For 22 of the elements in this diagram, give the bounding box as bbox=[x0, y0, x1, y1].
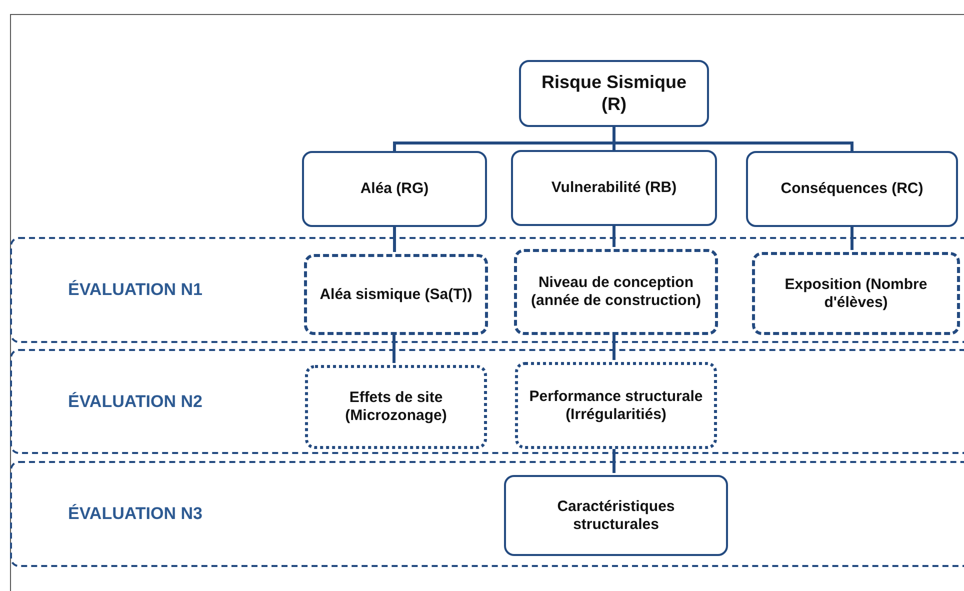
process-box: Aléa sismique (Sa(T)) bbox=[304, 254, 488, 335]
level-label: ÉVALUATION N1 bbox=[68, 280, 202, 300]
process-box: Niveau de conception (année de construction) bbox=[514, 249, 718, 335]
process-box: Aléa (RG) bbox=[302, 151, 487, 227]
process-box: Vulnerabilité (RB) bbox=[511, 150, 717, 226]
process-box: Caractéristiques structurales bbox=[504, 475, 728, 556]
connector-line bbox=[392, 333, 396, 363]
level-band bbox=[10, 349, 964, 454]
level-label: ÉVALUATION N2 bbox=[68, 392, 202, 412]
connector-line bbox=[393, 227, 396, 252]
level-label: ÉVALUATION N3 bbox=[68, 504, 202, 524]
connector-line bbox=[612, 447, 616, 473]
connector-line bbox=[612, 226, 616, 247]
process-box: Performance structurale (Irrégularitiés) bbox=[515, 362, 717, 449]
connector-line bbox=[612, 333, 616, 360]
process-box: Conséquences (RC) bbox=[746, 151, 958, 227]
process-box: Risque Sismique (R) bbox=[519, 60, 709, 127]
process-box: Exposition (Nombre d'élèves) bbox=[752, 252, 960, 335]
level-band bbox=[10, 237, 964, 343]
process-box: Effets de site (Microzonage) bbox=[305, 365, 487, 449]
connector-line bbox=[850, 227, 854, 250]
level-band bbox=[10, 461, 964, 567]
